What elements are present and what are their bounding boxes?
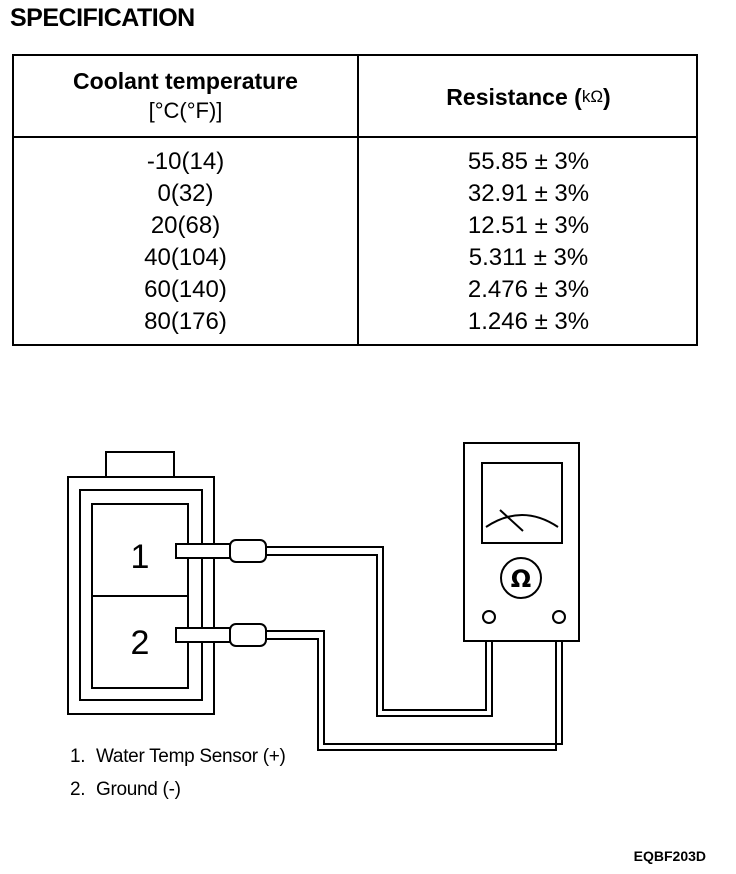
page-title: SPECIFICATION [10,4,195,32]
connector-latch [105,451,175,479]
ohm-symbol: Ω [511,565,531,593]
temp-cell: -10(14) [146,148,225,175]
resistance-cell: 1.246 ± 3% [467,308,590,335]
legend-number: 1. [70,746,86,767]
temp-cell: 20(68) [150,212,221,239]
probe-shaft-1 [175,543,231,559]
terminal-2-label: 2 [131,624,150,662]
legend-item: 2. Ground (-) [70,779,181,801]
probe-shaft-2 [175,627,231,643]
legend-text: Water Temp Sensor (+) [96,746,286,767]
figure-code: EQBF203D [633,848,706,864]
resistance-cell: 12.51 ± 3% [467,212,590,239]
header-coolant-temperature: Coolant temperature [°C(°F)] [14,66,357,126]
legend-number: 2. [70,779,86,800]
table-row: 40(104) 5.311 ± 3% [14,242,696,274]
resistance-cell: 55.85 ± 3% [467,148,590,175]
meter-scale-arc [485,514,559,528]
temp-cell: 80(176) [144,308,227,335]
table-body: -10(14) 55.85 ± 3% 0(32) 32.91 ± 3% 20(6… [14,146,696,338]
resistance-cell: 32.91 ± 3% [467,180,590,207]
test-lead-1-outer [266,546,487,711]
table-row: 80(176) 1.246 ± 3% [14,306,696,338]
meter-needle [499,509,524,532]
table-row: 0(32) 32.91 ± 3% [14,178,696,210]
terminal-1-label: 1 [131,538,150,576]
test-lead-2-inner [266,622,557,751]
legend-text: Ground (-) [96,779,181,800]
table-column-divider [357,56,359,344]
test-lead-2-outer [266,622,563,745]
probe-tip-2 [229,623,267,647]
table-row: 60(140) 2.476 ± 3% [14,274,696,306]
header-temp-label: Coolant temperature [73,68,298,94]
header-temp-units: [°C(°F)] [148,98,223,123]
sensor-connector-inner [79,489,203,701]
meter-display-window [481,462,563,544]
meter-terminal-positive [482,610,496,624]
probe-tip-1 [229,539,267,563]
table-header-divider [14,136,696,138]
header-resistance-unit: kΩ [581,87,604,106]
header-resistance: Resistance (kΩ) [359,84,698,111]
table-row: -10(14) 55.85 ± 3% [14,146,696,178]
meter-terminal-negative [552,610,566,624]
resistance-cell: 5.311 ± 3% [468,244,589,271]
table-row: 20(68) 12.51 ± 3% [14,210,696,242]
temp-cell: 0(32) [157,180,214,207]
ohm-selector-dial [500,557,542,599]
header-resistance-close: ) [603,84,611,110]
temp-cell: 40(104) [144,244,227,271]
test-lead-1-inner [266,554,493,717]
specification-table: Coolant temperature [°C(°F)] Resistance … [12,54,698,346]
temp-cell: 60(140) [144,276,227,303]
resistance-cell: 2.476 ± 3% [467,276,590,303]
header-resistance-label: Resistance ( [446,84,582,110]
legend-item: 1. Water Temp Sensor (+) [70,746,286,768]
